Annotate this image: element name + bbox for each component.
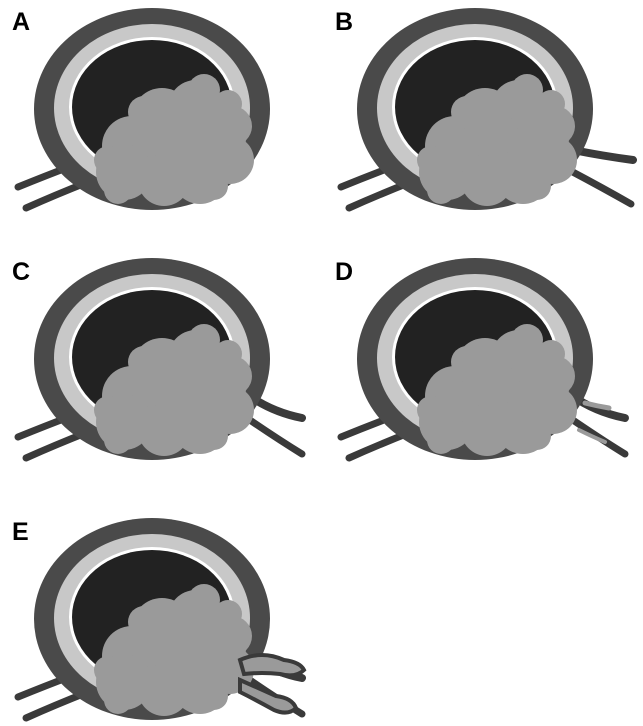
vessel-right-lower	[569, 170, 631, 204]
vessel-invasion-lower	[240, 680, 296, 713]
vessel-right-lower	[567, 416, 625, 454]
tumor-diagram	[323, 0, 643, 240]
tumor-diagram	[0, 510, 320, 726]
panel-a: A score 0	[0, 0, 320, 240]
tumor-diagram	[323, 250, 643, 490]
vessel-right-lower	[244, 416, 302, 454]
panel-d: D score 3	[323, 250, 643, 490]
tumor-diagram	[0, 250, 320, 490]
panel-e: E score 4	[0, 510, 320, 726]
panel-b: B score 1	[323, 0, 643, 240]
vessel-invasion-upper	[240, 655, 304, 675]
panel-c: C score 2	[0, 250, 320, 490]
tumor-diagram	[0, 0, 320, 240]
